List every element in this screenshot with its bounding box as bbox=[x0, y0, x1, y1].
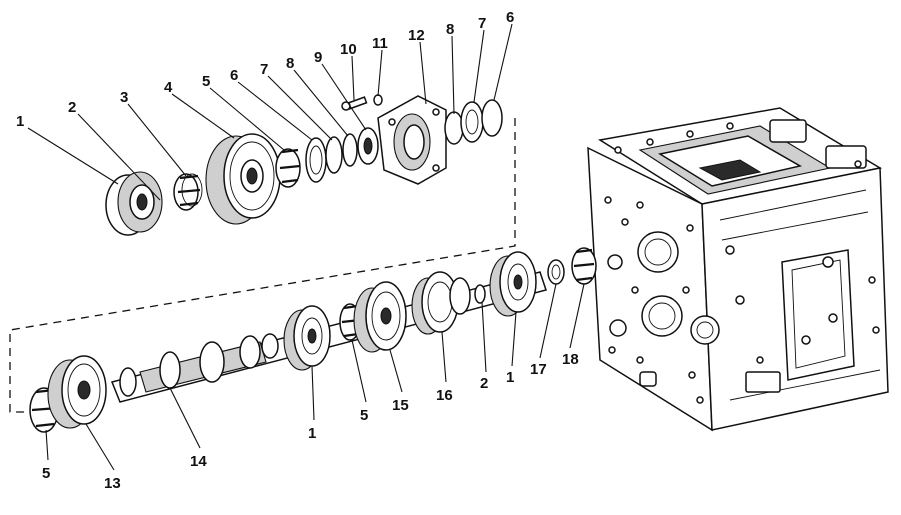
part-9-bearing bbox=[357, 127, 379, 165]
callout-16: 16 bbox=[436, 387, 453, 404]
part-11-washer bbox=[373, 94, 383, 106]
callout-15: 15 bbox=[392, 397, 409, 414]
callout-3: 3 bbox=[120, 89, 128, 106]
callout-2-lower: 2 bbox=[480, 375, 488, 392]
callout-14: 14 bbox=[190, 453, 207, 470]
callout-8-upper-left: 8 bbox=[286, 55, 294, 72]
part-1-synchronizer-middle bbox=[283, 305, 331, 371]
part-17-ring bbox=[547, 259, 565, 285]
part-13-gear bbox=[47, 355, 107, 429]
upper-right-rings-8-7-6 bbox=[444, 99, 503, 145]
callout-18: 18 bbox=[562, 351, 579, 368]
callout-1-upper: 1 bbox=[16, 113, 24, 130]
callout-labels: 1 2 3 4 5 6 7 8 9 10 11 12 8 7 6 5 13 14… bbox=[16, 9, 579, 492]
callout-12: 12 bbox=[408, 27, 425, 44]
callout-13: 13 bbox=[104, 475, 121, 492]
callout-1-lower-middle: 1 bbox=[308, 425, 316, 442]
callout-17: 17 bbox=[530, 361, 547, 378]
part-14-shaft-gears bbox=[119, 333, 279, 397]
callout-7-upper-right: 7 bbox=[478, 15, 486, 32]
part-18-needle-bearing bbox=[571, 247, 597, 285]
part-1-synchronizer bbox=[105, 171, 163, 236]
dashed-assembly-outline bbox=[9, 118, 516, 413]
gearbox-housing bbox=[587, 107, 889, 432]
callout-8-upper-right: 8 bbox=[446, 21, 454, 38]
part-1-synchronizer-right bbox=[489, 251, 537, 317]
callout-11: 11 bbox=[372, 35, 388, 52]
part-16-gear bbox=[411, 271, 471, 335]
callout-6-upper-left: 6 bbox=[230, 67, 238, 84]
callout-5-lower-middle: 5 bbox=[360, 407, 368, 424]
callout-9: 9 bbox=[314, 49, 322, 66]
callout-5-lower-left: 5 bbox=[42, 465, 50, 482]
part-4-gear bbox=[205, 133, 281, 225]
part-3-bearing bbox=[173, 173, 203, 211]
upper-shaft-assembly bbox=[105, 94, 503, 236]
part-2-ring-lower bbox=[474, 284, 486, 304]
callout-5-upper: 5 bbox=[202, 73, 210, 90]
callout-2-upper: 2 bbox=[68, 99, 76, 116]
callout-7-upper-left: 7 bbox=[260, 61, 268, 78]
upper-rings-6-7-8 bbox=[305, 133, 358, 183]
callout-1-lower-right: 1 bbox=[506, 369, 514, 386]
part-15-gear bbox=[353, 281, 407, 353]
part-5-needle-bearing bbox=[275, 148, 301, 188]
leader-lines bbox=[27, 23, 585, 471]
callout-6-upper-right: 6 bbox=[506, 9, 514, 26]
callout-10: 10 bbox=[340, 41, 357, 58]
part-12-bearing-housing bbox=[377, 95, 447, 185]
lower-shaft-assembly bbox=[29, 247, 597, 433]
callout-4: 4 bbox=[164, 79, 173, 96]
